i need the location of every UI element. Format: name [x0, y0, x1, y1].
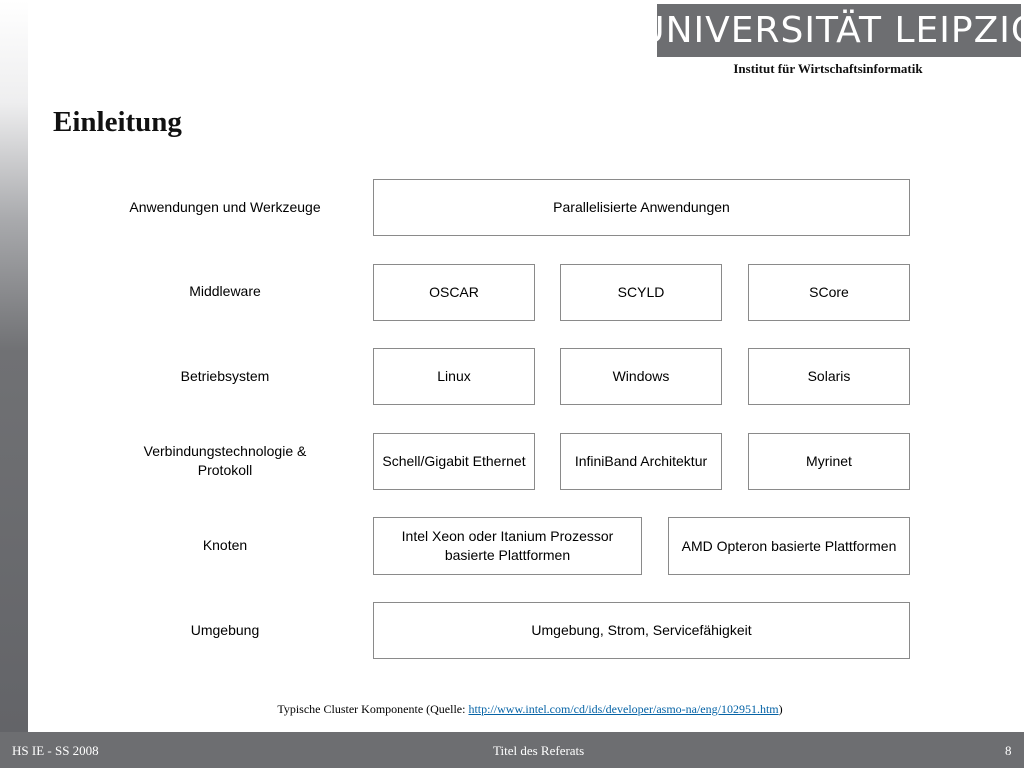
box-infiniband: InfiniBand Architektur	[560, 433, 722, 490]
box-amd-platforms: AMD Opteron basierte Plattformen	[668, 517, 910, 575]
box-parallel-applications: Parallelisierte Anwendungen	[373, 179, 910, 236]
box-solaris: Solaris	[748, 348, 910, 405]
box-windows: Windows	[560, 348, 722, 405]
box-environment: Umgebung, Strom, Servicefähigkeit	[373, 602, 910, 659]
caption-prefix: Typische Cluster Komponente (Quelle:	[277, 702, 469, 716]
box-gigabit-ethernet: Schell/Gigabit Ethernet	[373, 433, 535, 490]
caption-suffix: )	[778, 702, 783, 716]
figure-caption: Typische Cluster Komponente (Quelle: htt…	[200, 702, 860, 717]
footer-bar: HS IE - SS 2008 Titel des Referats 8	[0, 732, 1024, 768]
footer-title: Titel des Referats	[493, 743, 585, 758]
left-gradient-band	[0, 0, 28, 732]
page-title: Einleitung	[53, 106, 182, 138]
row-label-interconnect: Verbindungstechnologie & Protokoll	[143, 443, 307, 478]
footer-course: HS IE - SS 2008	[12, 743, 99, 758]
row-label-middleware: Middleware	[189, 283, 261, 299]
row-label-operating-system: Betriebsystem	[180, 368, 270, 384]
box-linux: Linux	[373, 348, 535, 405]
box-intel-platforms: Intel Xeon oder Itanium Prozessor basier…	[373, 517, 642, 575]
box-myrinet: Myrinet	[748, 433, 910, 490]
box-score: SCore	[748, 264, 910, 321]
box-scyld: SCYLD	[560, 264, 722, 321]
row-label-nodes: Knoten	[202, 537, 248, 553]
university-logo: UNIVERSITÄT LEIPZIG	[638, 4, 1024, 57]
box-oscar: OSCAR	[373, 264, 535, 321]
institute-name: Institut für Wirtschaftsinformatik	[733, 61, 923, 76]
logo-text: UNIVERSITÄT LEIPZIG	[638, 10, 1024, 51]
footer-page-number: 8	[1005, 743, 1012, 758]
source-link[interactable]: http://www.intel.com/cd/ids/developer/as…	[468, 702, 779, 716]
row-label-environment: Umgebung	[190, 622, 260, 638]
row-label-applications: Anwendungen und Werkzeuge	[129, 198, 321, 215]
